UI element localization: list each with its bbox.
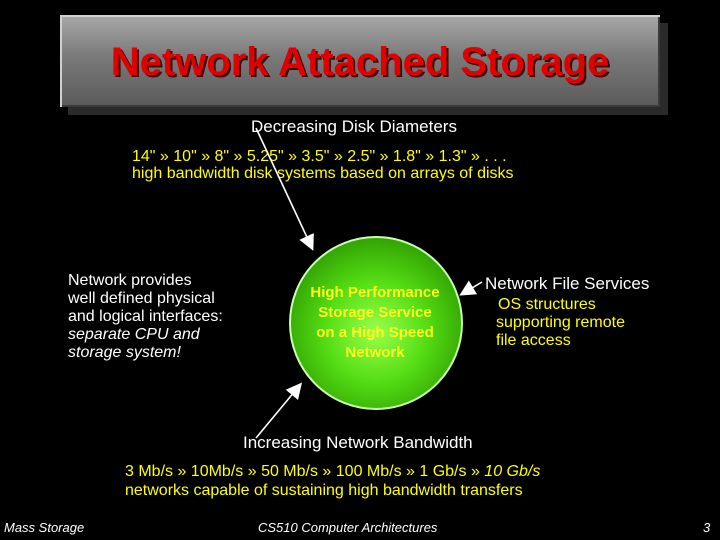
right-line-2: supporting remote (496, 314, 625, 331)
slide-title: Network Attached Storage (110, 40, 610, 84)
circle-line-2: Storage Service (318, 304, 432, 321)
left-line-3: and logical interfaces: (68, 308, 223, 325)
circle-line-3: on a High Speed (316, 324, 434, 341)
bottom-heading: Increasing Network Bandwidth (243, 433, 473, 452)
circle-line-1: High Performance (310, 284, 440, 301)
disk-arrays-line: high bandwidth disk systems based on arr… (132, 165, 514, 182)
arrow-right (459, 280, 483, 296)
left-line-2: well defined physical (68, 290, 215, 307)
circle-line-4: Network (345, 344, 405, 361)
bandwidth-line: 3 Mb/s » 10Mb/s » 50 Mb/s » 100 Mb/s » 1… (125, 463, 540, 481)
networks-line: networks capable of sustaining high band… (125, 482, 523, 499)
disk-diameters-line: 14" » 10" » 8" » 5.25" » 3.5" » 2.5" » 1… (132, 148, 507, 165)
footer-center: CS510 Computer Architectures (258, 520, 438, 535)
left-line-4: separate CPU and (68, 326, 200, 343)
footer-page: 3 (703, 520, 711, 535)
arrow-bottom (255, 382, 303, 439)
right-line-1: OS structures (498, 296, 596, 313)
bandwidth-italic: 10 Gb/s (484, 463, 541, 480)
right-heading: Network File Services (485, 274, 650, 293)
left-line-1: Network provides (68, 272, 192, 289)
footer-left: Mass Storage (4, 520, 85, 535)
title-box (60, 15, 660, 107)
storage-circle (289, 236, 463, 410)
bandwidth-plain: 3 Mb/s » 10Mb/s » 50 Mb/s » 100 Mb/s » 1… (125, 463, 485, 480)
circle-text: High Performance Storage Service on a Hi… (289, 283, 461, 363)
top-heading: Decreasing Disk Diameters (251, 117, 457, 136)
left-line-5: storage system! (68, 344, 181, 361)
right-line-3: file access (496, 332, 571, 349)
arrow-top (255, 127, 314, 251)
